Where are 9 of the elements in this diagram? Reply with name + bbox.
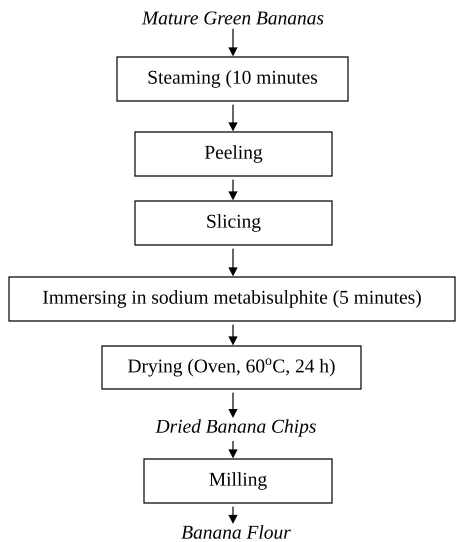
process-box: Drying (Oven, 60$^{o}$C, 24 h) — [101, 345, 362, 390]
process-box: Immersing in sodium metabisulphite (5 minutes) — [8, 276, 456, 322]
process-box: Peeling — [134, 131, 333, 177]
process-box: Milling — [143, 458, 333, 504]
product-label: Dried Banana Chips — [155, 419, 316, 437]
process-box: Steaming (10 minutes — [116, 56, 349, 102]
product-label: Mature Green Bananas — [142, 11, 324, 25]
process-box: Slicing — [134, 200, 333, 246]
product-label: Banana Flour — [181, 525, 291, 539]
